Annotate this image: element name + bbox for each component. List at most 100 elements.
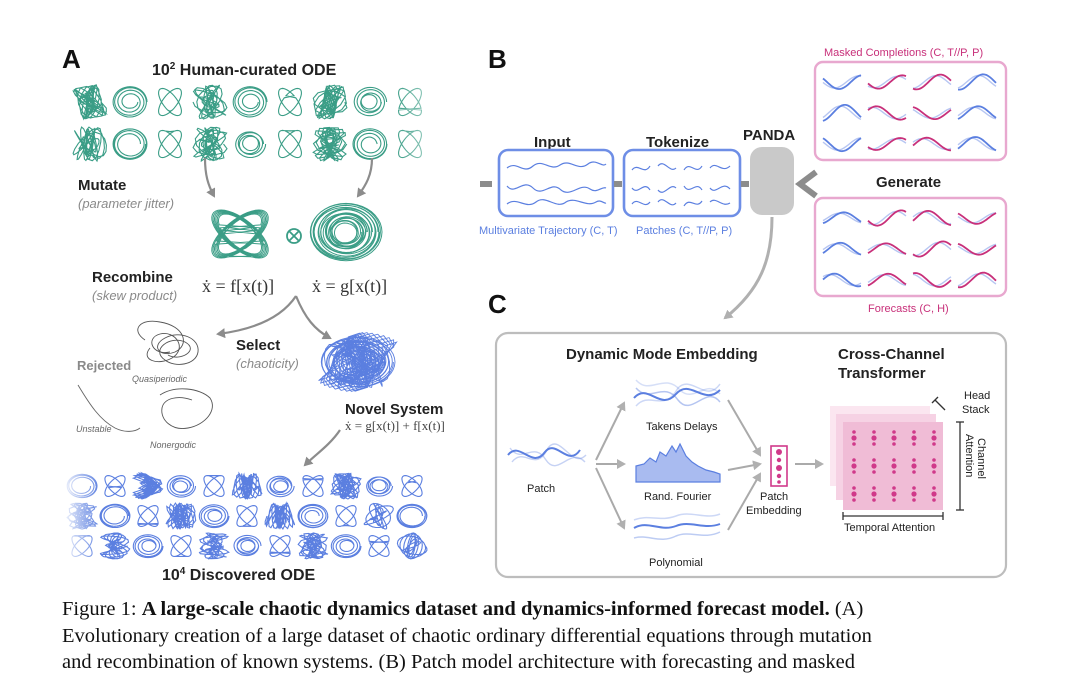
series-curve (822, 104, 862, 122)
discovered-ode-attractor (198, 532, 230, 560)
generate-chevron-icon (795, 169, 818, 199)
select-label: Select (236, 337, 280, 354)
discovered-ode-attractor (266, 475, 295, 498)
series-curve (867, 137, 907, 151)
recombine-label: Recombine (92, 269, 173, 286)
series-curve (957, 242, 997, 256)
random-fourier-label: Rand. Fourier (644, 491, 712, 503)
novel-system-equation: ẋ = g[x(t)] + f[x(t)] (345, 418, 445, 433)
attention-dot (872, 458, 876, 462)
multivariate-trajectory-caption: Multivariate Trajectory (C, T) (479, 225, 618, 237)
novel-system-attractor (318, 332, 398, 392)
discovered-ode-attractor (366, 476, 394, 497)
dme-title: Dynamic Mode Embedding (566, 346, 758, 363)
discovered-ode-attractor (269, 535, 291, 557)
masked-completions-grid (822, 73, 997, 153)
temporal-attention-label: Temporal Attention (844, 522, 935, 534)
discovered-ode-attractor (396, 503, 428, 529)
curated-ode-attractor (312, 126, 348, 162)
attention-dot (931, 463, 937, 469)
series-curve (957, 105, 997, 120)
channel-attention-label-2: Attention (963, 434, 975, 477)
attention-dot (892, 442, 896, 446)
attention-dot (851, 463, 857, 469)
discovered-ode-attractor (396, 532, 428, 560)
discovered-attractor-grid (66, 471, 428, 560)
series-curve (867, 105, 907, 121)
ghost-curve (867, 210, 907, 226)
attention-dot (932, 442, 936, 446)
discovered-ode-attractor (297, 532, 329, 560)
series-curve (912, 240, 952, 258)
equation-f: ẋ = f[x(t)] (202, 276, 274, 297)
caption-line-1: Figure 1: A large-scale chaotic dynamics… (62, 596, 1022, 623)
curated-ode-attractor (235, 131, 267, 159)
curated-ode-attractor (158, 87, 182, 117)
butterfly-loop (215, 211, 265, 257)
select-sublabel: (chaoticity) (236, 356, 299, 371)
panda-label: PANDA (743, 127, 795, 144)
discovered-ode-attractor (330, 534, 362, 559)
ghost-curve (912, 273, 952, 287)
discovered-ode-attractor (165, 502, 197, 530)
attention-dot (911, 491, 917, 497)
ghost-curve (912, 74, 952, 89)
attention-dot (872, 470, 876, 474)
attention-dot (851, 491, 857, 497)
ghost-curve (867, 273, 907, 286)
attention-dot (851, 435, 857, 441)
discovered-ode-attractor (131, 471, 164, 500)
quasiperiodic-label: Quasiperiodic (132, 374, 188, 384)
equation-g: ẋ = g[x(t)] (312, 276, 387, 297)
caption-line-1-rest: (A) (829, 598, 864, 620)
figure-caption: Figure 1: A large-scale chaotic dynamics… (62, 596, 1022, 676)
attention-dot (852, 470, 856, 474)
attention-dot (872, 430, 876, 434)
mutated-attractor-right (309, 202, 383, 262)
series-curve (912, 136, 952, 152)
cct-title-2: Transformer (838, 365, 926, 382)
ghost-curve (957, 137, 997, 151)
panel-c-box (494, 331, 1008, 579)
panel-b-letter: B (488, 44, 507, 74)
attention-dot (891, 491, 897, 497)
series-curve (822, 241, 862, 256)
butterfly-loop (213, 211, 267, 257)
cct-title-1: Cross-Channel (838, 346, 945, 363)
novel-system-label: Novel System (345, 401, 443, 418)
ghost-curve (957, 272, 997, 287)
caption-line-3: and recombination of known systems. (B) … (62, 651, 856, 673)
ghost-curve (957, 212, 997, 224)
recombine-sublabel: (skew product) (92, 288, 177, 303)
discovered-ode-attractor (231, 471, 263, 500)
channel-attention-label-1: Channel (975, 438, 987, 479)
discovered-ode-attractor (363, 502, 394, 530)
ghost-curve (867, 106, 907, 120)
attention-head-stack (830, 406, 943, 510)
input-box (497, 148, 615, 218)
input-label: Input (534, 134, 571, 151)
generate-label: Generate (876, 174, 941, 191)
discovered-ode-attractor (166, 475, 197, 498)
attention-dot (872, 486, 876, 490)
polynomial-plot (633, 513, 721, 540)
panel-a-letter: A (62, 44, 81, 74)
series-curve (912, 73, 952, 91)
mutated-attractor-left (211, 209, 269, 259)
nonergodic-label: Nonergodic (150, 440, 197, 450)
attention-dot (892, 470, 896, 474)
attention-dot (892, 458, 896, 462)
curated-ode-attractor (192, 126, 228, 163)
curated-ode-attractor (158, 129, 182, 159)
rejected-systems (77, 320, 213, 432)
unstable-label: Unstable (76, 424, 112, 434)
forecasts-box (813, 196, 1008, 298)
series-curve (958, 73, 997, 91)
attention-dot (912, 458, 916, 462)
ghost-curve (822, 212, 862, 224)
attention-dot (892, 498, 896, 502)
head-stack-label-2: Stack (962, 404, 990, 416)
panda-model-block (750, 147, 794, 215)
ghost-curve (957, 106, 997, 120)
curated-ode-attractor (72, 126, 107, 163)
